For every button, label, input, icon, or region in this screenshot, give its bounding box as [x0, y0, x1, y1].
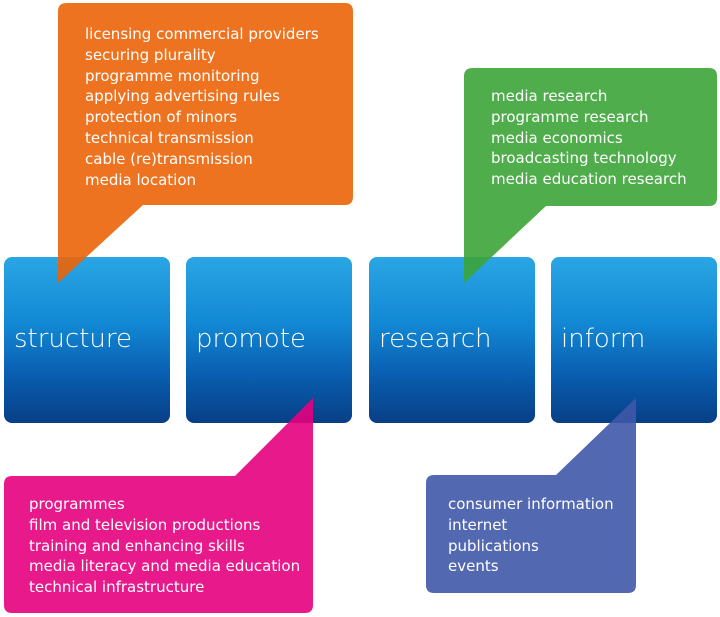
callout-promote-item: programmes [29, 495, 125, 513]
callout-research-shape [464, 68, 717, 283]
callout-research-item: media economics [491, 128, 623, 147]
callout-research-item: broadcasting technology [491, 149, 677, 168]
tile-structure-label: structure [14, 324, 132, 354]
callout-structure-item: licensing commercial providers [85, 25, 319, 43]
callout-inform-item: publications [448, 536, 539, 555]
callout-promote-item: media literacy and media education [29, 557, 301, 576]
callout-inform-item: internet [448, 515, 508, 534]
callout-promote-list: programmes film and television productio… [29, 494, 300, 598]
callout-structure-item: media location [85, 170, 197, 189]
callout-promote-item: training and enhancing skills [29, 536, 245, 555]
callout-structure-item: securing plurality [85, 45, 216, 64]
callout-structure-shape [58, 3, 353, 283]
callout-research-item: programme research [491, 107, 649, 126]
callout-research-list: media research programme research media … [491, 86, 687, 190]
tile-inform: inform [551, 257, 717, 423]
callout-promote-shape [4, 398, 313, 613]
tile-research-label: research [379, 324, 492, 354]
callout-inform-shape [426, 398, 636, 593]
tile-promote: promote [186, 257, 352, 423]
callout-structure-list: licensing commercial providers securing … [85, 24, 319, 190]
tile-structure: structure [4, 257, 170, 423]
callout-promote-item: film and television productions [29, 515, 261, 534]
callout-structure-item: cable (re)transmission [85, 149, 253, 168]
callout-inform-item: events [448, 557, 499, 576]
callout-inform-list: consumer information internet publicatio… [448, 494, 614, 577]
callout-research-item: media research [491, 87, 608, 105]
tile-research: research [369, 257, 535, 423]
callout-structure-item: technical transmission [85, 128, 254, 147]
tile-inform-label: inform [561, 324, 646, 354]
tile-promote-label: promote [196, 324, 306, 354]
callout-structure-item: applying advertising rules [85, 87, 280, 106]
callout-research-item: media education research [491, 170, 687, 189]
callout-inform-item: consumer information [448, 495, 614, 513]
callout-structure-item: programme monitoring [85, 66, 260, 85]
callout-promote-item: technical infrastructure [29, 578, 205, 597]
callout-structure-item: protection of minors [85, 108, 238, 127]
